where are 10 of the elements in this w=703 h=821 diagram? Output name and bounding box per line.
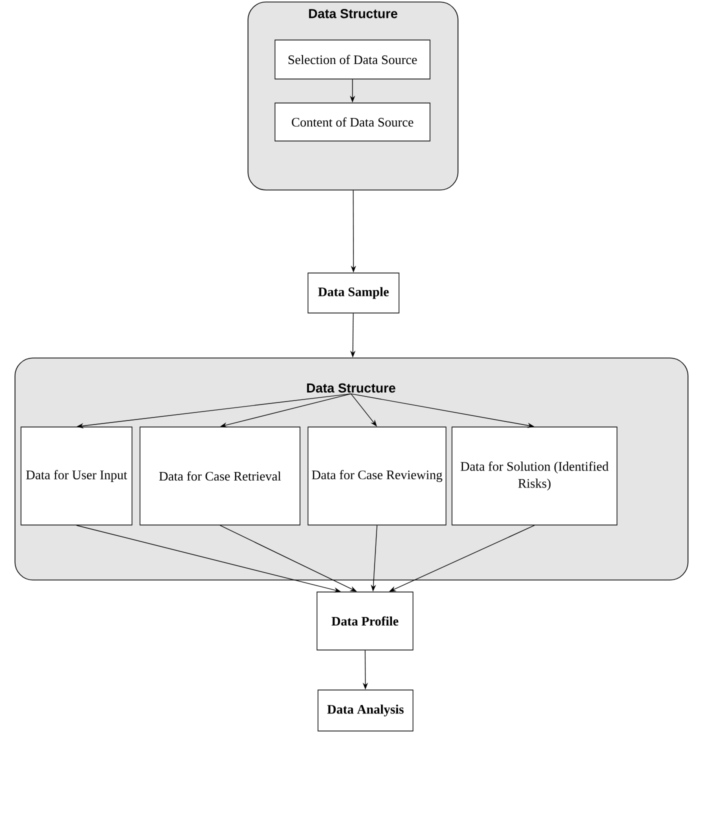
process-box: Data for User Input	[20, 426, 132, 526]
process-box: Data for Case Retrieval	[140, 426, 300, 526]
process-box: Data Sample	[308, 272, 400, 314]
heading: Data Structure	[307, 383, 396, 393]
process-box: Content of Data Source	[274, 102, 430, 142]
process-box: Data for Solution (Identified Risks)	[452, 426, 618, 526]
process-box: Data for Case Reviewing	[308, 426, 446, 526]
process-box: Data Analysis	[318, 690, 414, 732]
process-box: Selection of Data Source	[274, 40, 430, 80]
process-box: Data Profile	[316, 592, 414, 650]
